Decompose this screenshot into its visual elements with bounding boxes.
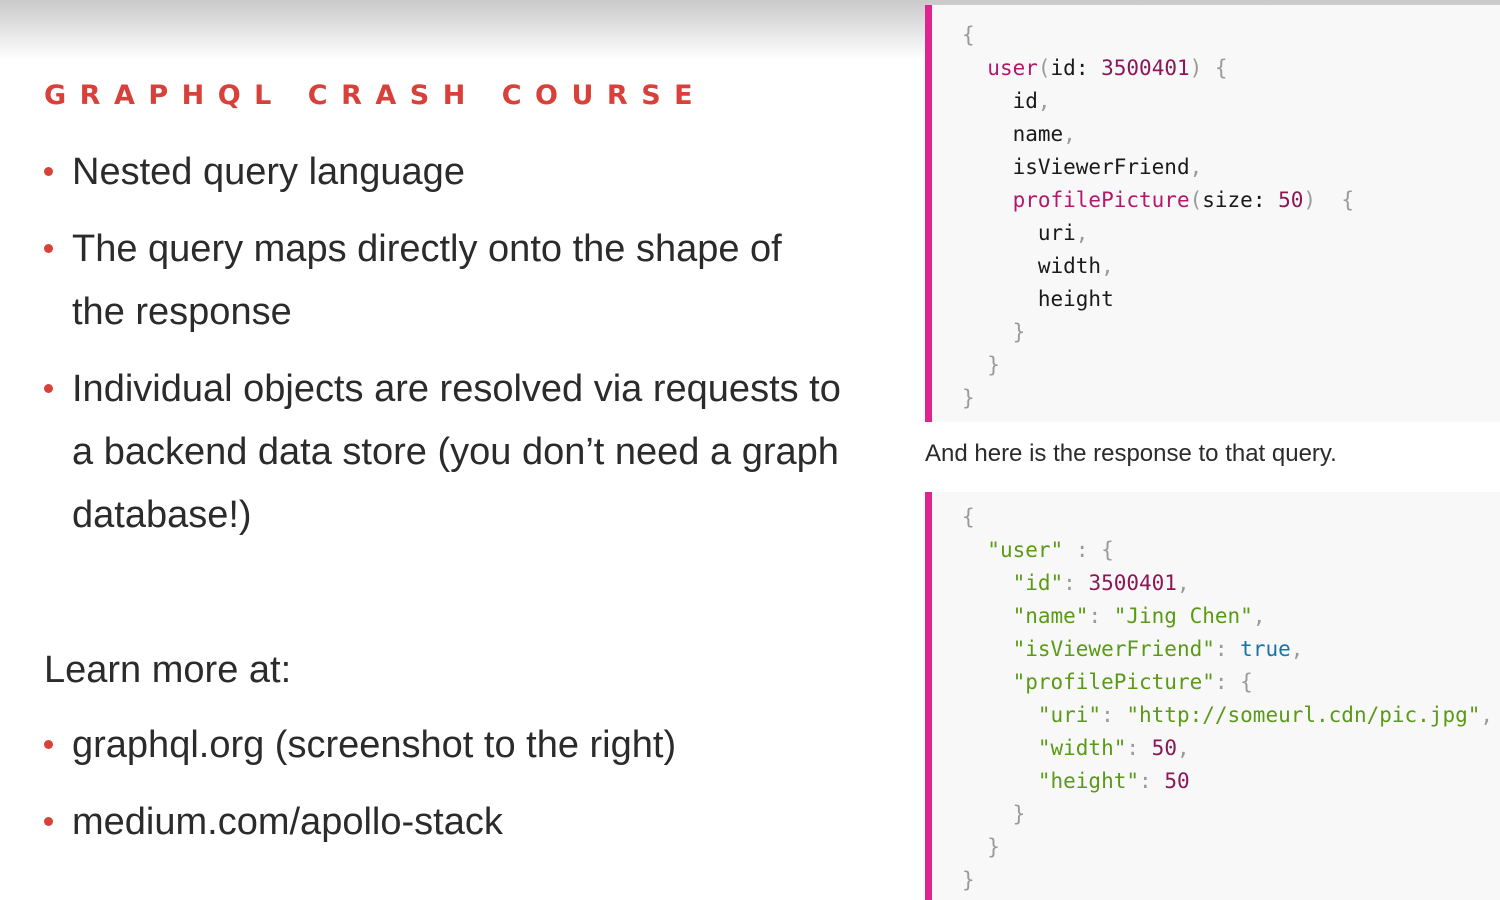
slide-title: GRAPHQL CRASH COURSE	[44, 80, 707, 111]
link-bullet-list: graphql.org (screenshot to the right) me…	[44, 714, 844, 868]
link-item-apollo: medium.com/apollo-stack	[44, 791, 844, 854]
response-caption: And here is the response to that query.	[925, 440, 1337, 467]
query-code: { user(id: 3500401) { id, name, isViewer…	[962, 23, 1354, 410]
bullet-item: Nested query language	[44, 141, 844, 204]
query-code-panel: { user(id: 3500401) { id, name, isViewer…	[925, 5, 1500, 422]
bullet-item: The query maps directly onto the shape o…	[44, 218, 844, 344]
bullet-dot-icon	[44, 384, 53, 393]
bullet-dot-icon	[44, 244, 53, 253]
bullet-dot-icon	[44, 817, 53, 826]
bullet-item: Individual objects are resolved via requ…	[44, 358, 844, 547]
link-item-graphql: graphql.org (screenshot to the right)	[44, 714, 844, 777]
bullet-dot-icon	[44, 740, 53, 749]
learn-more-heading: Learn more at:	[44, 649, 292, 691]
response-code: { "user" : { "id": 3500401, "name": "Jin…	[962, 505, 1494, 892]
response-code-panel: { "user" : { "id": 3500401, "name": "Jin…	[925, 492, 1500, 900]
bullet-dot-icon	[44, 167, 53, 176]
main-bullet-list: Nested query language The query maps dir…	[44, 141, 844, 561]
